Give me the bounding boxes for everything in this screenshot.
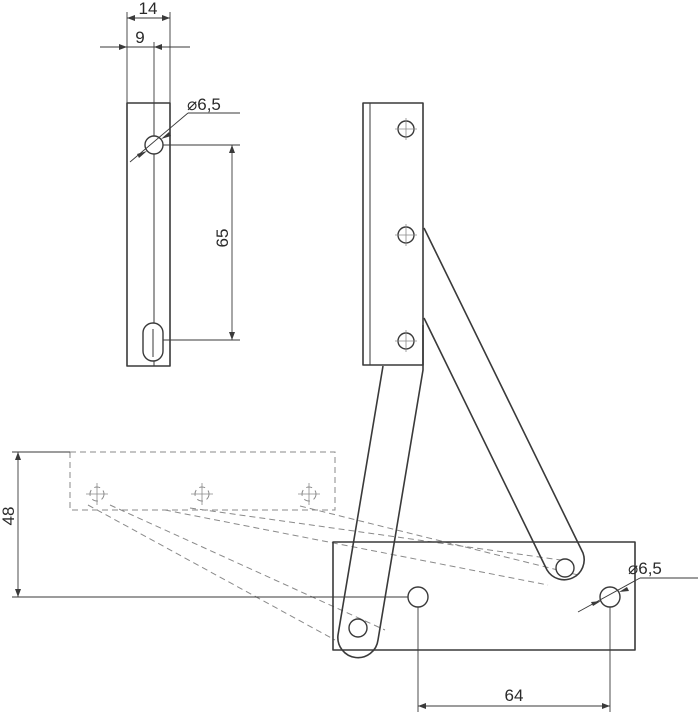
base-hole-right [599, 586, 621, 608]
folded-position-ghost [69, 451, 579, 641]
dim-base-hole-diameter: ⌀6,5 [577, 559, 698, 613]
dim-label-hole-top: ⌀6,5 [187, 95, 221, 114]
base-plate-outline [332, 541, 636, 651]
side-strip-top-hole [144, 135, 164, 155]
dim-label-64: 64 [505, 686, 524, 705]
dim-height-offset: 48 [0, 451, 418, 598]
support-arm-short-outline [337, 325, 424, 659]
dim-label-hole-base: ⌀6,5 [628, 559, 662, 578]
ghost-arm-3 [299, 505, 579, 576]
upper-plate-outline [362, 102, 424, 366]
dim-label-48: 48 [0, 507, 18, 526]
base-hole-left [407, 586, 429, 608]
dim-label-14: 14 [139, 0, 158, 18]
dim-label-65: 65 [213, 229, 232, 248]
side-view-strip [126, 102, 171, 367]
ghost-arm-1a [87, 504, 336, 641]
upper-plate [362, 102, 424, 366]
ghost-arm-2b [189, 507, 576, 563]
support-arm-short [337, 325, 424, 659]
support-arm-long [423, 227, 585, 581]
ghost-arm-1b [109, 504, 386, 631]
dim-top-hole-diameter: ⌀6,5 [129, 95, 240, 163]
support-arm-long-outline [423, 227, 585, 581]
ghost-arm-2a [164, 509, 549, 586]
support-arm-short-pivot [348, 618, 368, 638]
dim-hole-spacing: 65 [163, 144, 240, 341]
dim-label-9: 9 [135, 28, 144, 47]
dim-top-widths: 14 9 [100, 0, 190, 103]
dim-base-spacing: 64 [417, 607, 611, 712]
support-arm-long-pivot [555, 558, 575, 578]
side-strip-outline [126, 102, 171, 367]
